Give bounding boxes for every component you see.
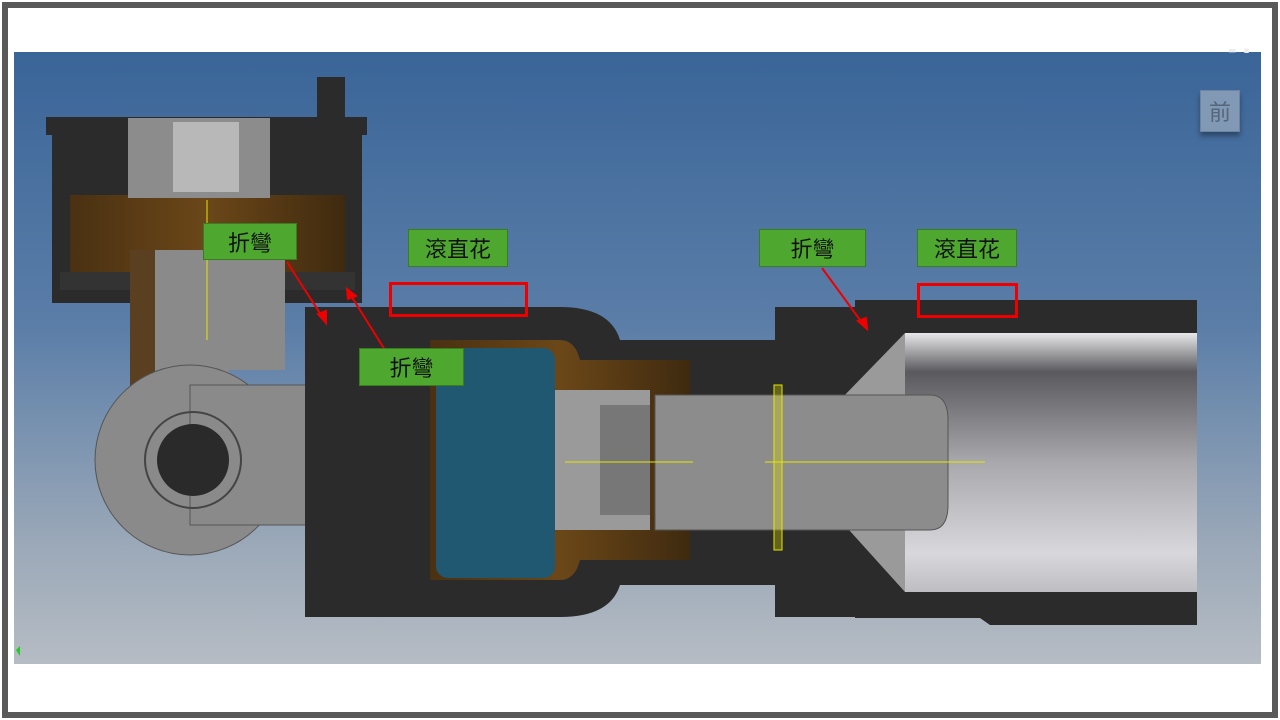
bend-label-3: 折彎	[759, 229, 866, 267]
knurl-label-1: 滾直花	[408, 229, 508, 267]
bend-label-2: 折彎	[359, 348, 464, 386]
view-cube-front[interactable]: 前	[1200, 90, 1240, 132]
middle-housing	[305, 307, 790, 617]
outlet-tube	[654, 300, 1197, 625]
knurl-label-2: 滾直花	[917, 229, 1017, 267]
bend-label-1: 折彎	[203, 223, 297, 260]
knurl-highlight-2	[917, 283, 1018, 318]
knurl-highlight-1	[389, 282, 528, 317]
annotation-arrows	[286, 261, 869, 351]
view-cube-label: 前	[1208, 101, 1231, 126]
axis-triad-icon	[16, 646, 20, 656]
window-controls[interactable]: ▬ ▪	[1228, 46, 1252, 56]
